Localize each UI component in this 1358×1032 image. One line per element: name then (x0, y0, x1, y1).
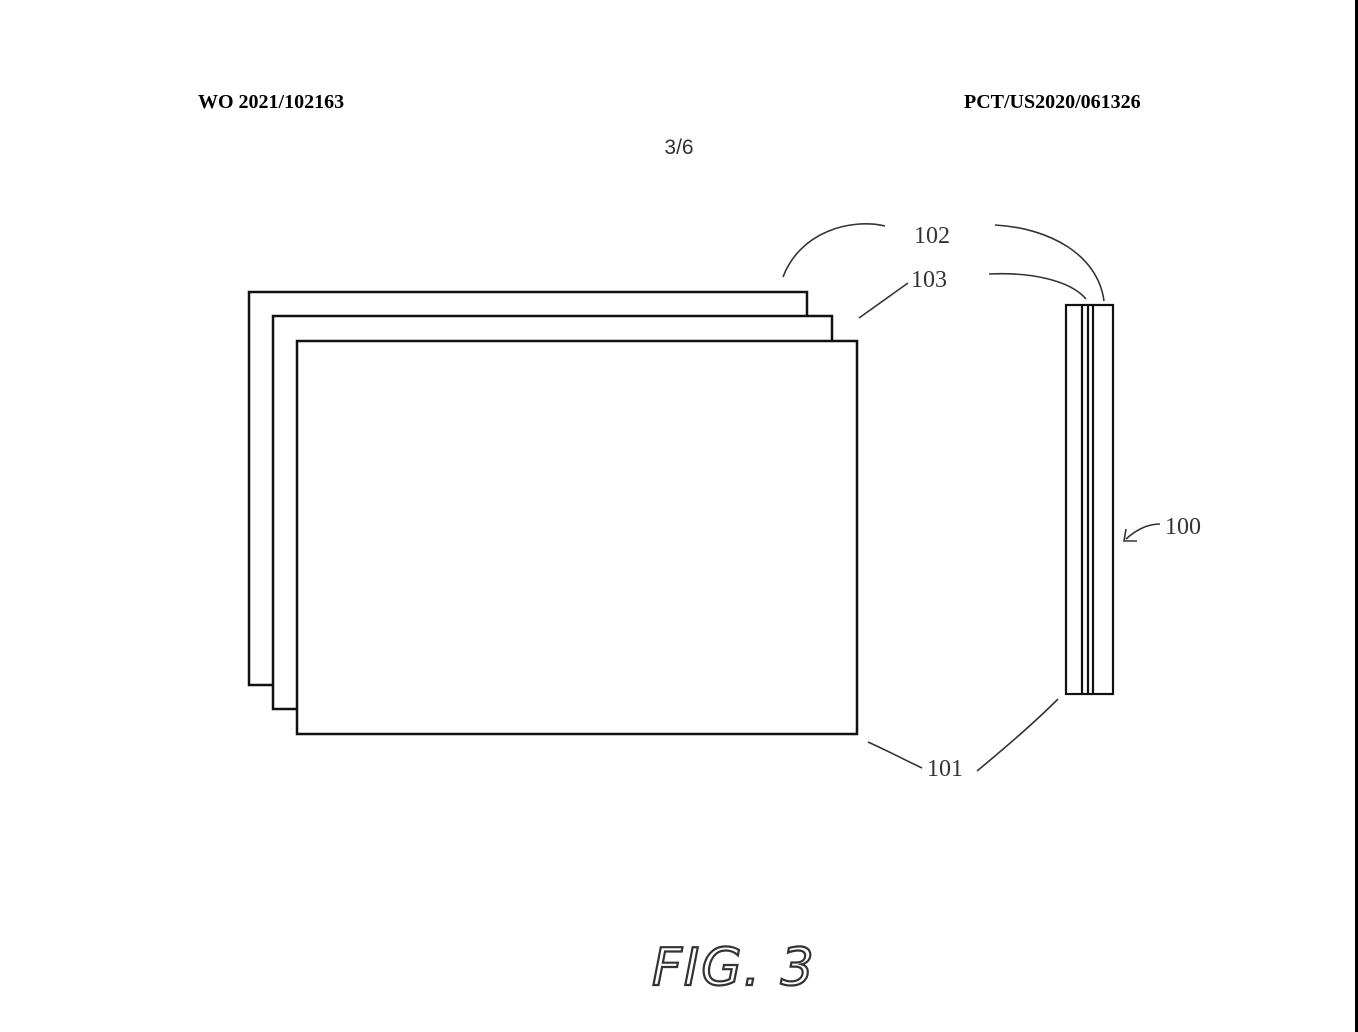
leader-100-arrowhead (1123, 528, 1137, 542)
leader-lines (782, 223, 1161, 772)
ref-label-101: 101 (927, 756, 963, 782)
sheet-number: 3/6 (664, 136, 694, 159)
side-view-assembly (1064, 303, 1115, 696)
side-layer-outer (1064, 303, 1115, 696)
publication-number: WO 2021/102163 (198, 91, 345, 113)
leader-103-right (988, 272, 1087, 300)
application-number: PCT/US2020/061326 (964, 91, 1141, 113)
figure-caption: FIG. 3 (652, 938, 816, 998)
panel-front (295, 339, 859, 736)
panel-stack (247, 290, 859, 736)
page-right-border (1355, 0, 1358, 1032)
leader-103-left (858, 282, 909, 319)
leader-102-right (994, 224, 1105, 302)
leader-102-left (782, 223, 886, 278)
leader-100-arrow (1125, 523, 1161, 540)
ref-label-102: 102 (914, 223, 950, 249)
ref-label-100: 100 (1165, 514, 1201, 540)
leader-101-right (976, 698, 1059, 772)
ref-label-103: 103 (911, 267, 947, 293)
leader-101-left (867, 741, 923, 769)
